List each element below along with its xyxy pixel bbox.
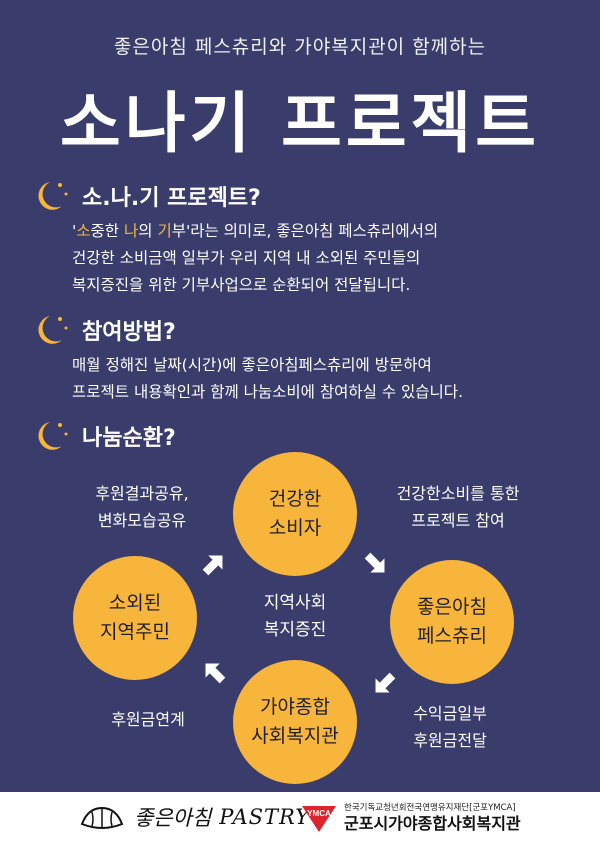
section3-heading: 나눔순환? [28,416,176,456]
arrow-down-right-icon [364,552,385,573]
section3-heading-label: 나눔순환? [82,426,176,451]
pastry-name-en: PASTRY [219,805,311,829]
section1-heading: 소.나.기 프로젝트? [28,176,261,216]
moon-icon [38,316,68,344]
section1-line2: 건강한 소비금액 일부가 우리 지역 내 소외된 주민들의 [72,249,421,267]
ymca-logo-icon: YMCA [302,806,336,832]
foundation-name: 한국기독교청년회전국연맹유지재단[군포YMCA] [344,803,516,813]
section2-heading-label: 참여방법? [82,320,176,345]
section1-line3: 복지증진을 위한 기부사업으로 순환되어 전달됩니다. [72,276,411,294]
section1-line1: '소중한 나의 기부'라는 의미로, 좋은아침 페스츄리에서의 [72,222,439,240]
note-top-left: 후원결과공유,변화모습공유 [95,484,189,530]
croissant-icon [80,806,124,830]
section2-line2: 프로젝트 내용확인과 함께 나눔소비에 참여하실 수 있습니다. [72,383,463,401]
section1-body: '소중한 나의 기부'라는 의미로, 좋은아침 페스츄리에서의 건강한 소비금액… [72,218,572,299]
moon-icon [38,182,68,210]
welfare-center-logo: YMCA 한국기독교청년회전국연맹유지재단[군포YMCA] 군포시가야종합사회복… [300,802,521,834]
section1-heading-label: 소.나.기 프로젝트? [82,186,261,211]
pastry-logo: 좋은아침 PASTRY [78,802,310,832]
arrow-down-left-icon [375,672,396,693]
moon-icon [38,422,68,450]
footer: 좋은아침 PASTRY YMCA 한국기독교청년회전국연맹유지재단[군포YMCA… [0,792,600,849]
welfare-center-name: 군포시가야종합사회복지관 [344,814,521,833]
header-subtitle: 좋은아침 페스츄리와 가야복지관이 함께하는 [113,36,487,58]
section2-heading: 참여방법? [28,310,176,350]
pastry-name-kr: 좋은아침 [134,806,212,830]
arrow-up-left-icon [205,663,226,684]
section2-body: 매월 정해진 날짜(시간)에 좋은아침페스츄리에 방문하여 프로젝트 내용확인과… [72,352,572,406]
note-bottom-left: 후원금연계 [111,710,185,729]
svg-text:YMCA: YMCA [307,809,331,818]
arrow-up-right-icon [202,555,223,576]
page-title: 소나기 프로젝트 [59,85,541,162]
section2-line1: 매월 정해진 날짜(시간)에 좋은아침페스츄리에 방문하여 [72,356,432,374]
